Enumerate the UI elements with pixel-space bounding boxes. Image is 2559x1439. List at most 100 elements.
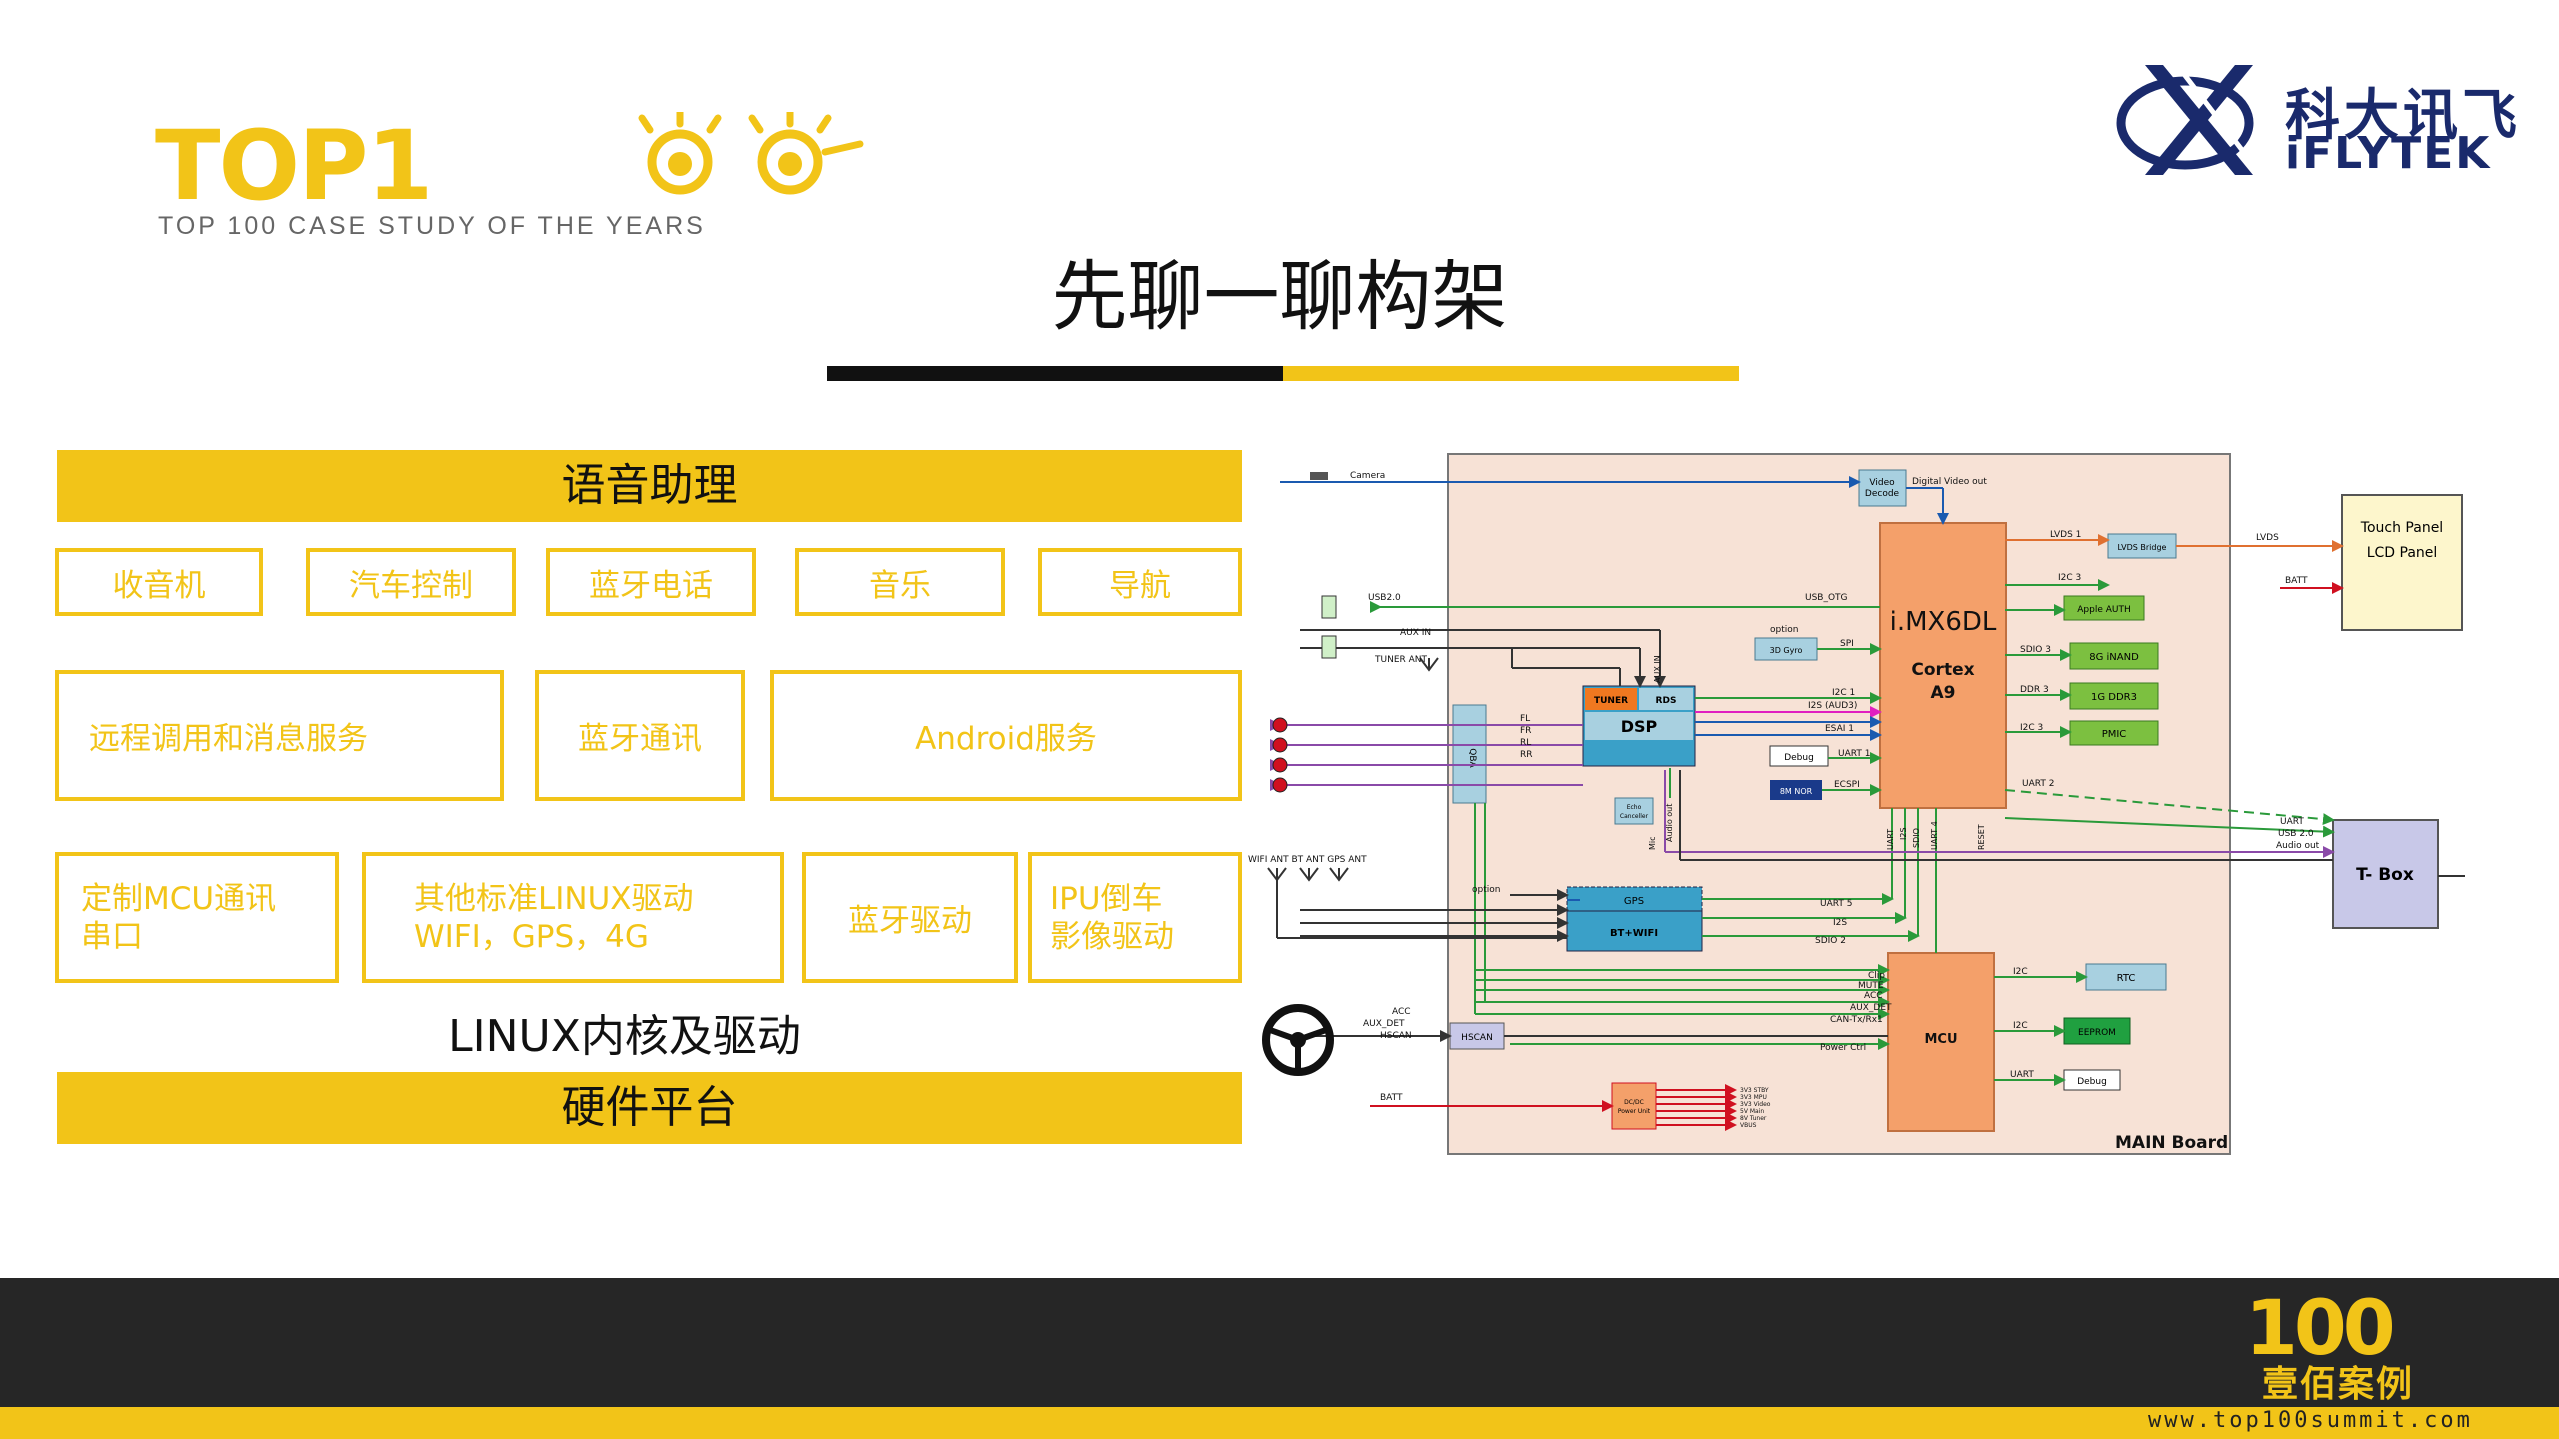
android-service-module: Android服务 [770,670,1242,801]
footer-logo-chinese: 壹佰案例 [2262,1364,2415,1405]
hardware-platform-layer: 硬件平台 [57,1072,1242,1144]
svg-text:Touch Panel: Touch Panel [2360,520,2443,536]
footer-bar [0,1278,2559,1407]
svg-text:LVDS Bridge: LVDS Bridge [2118,543,2167,552]
hardware-block-diagram: MAIN Board i.MX6DL Cortex A9 MCU Video D… [1248,453,2465,1155]
linux-kernel-label: LINUX内核及驱动 [448,1011,801,1062]
ipu-camera-driver: IPU倒车影像驱动 [1028,852,1242,983]
svg-text:UART: UART [1886,829,1895,850]
svg-text:BATT: BATT [1380,1093,1403,1103]
svg-text:Debug: Debug [1784,753,1814,763]
svg-text:I2S: I2S [1833,918,1847,928]
brand-english-name: iFLYTEK [2285,128,2492,179]
svg-text:5V Main: 5V Main [1740,1108,1764,1115]
svg-text:option: option [1472,885,1500,895]
mcu-driver-line2: 串口 [81,918,143,955]
svg-text:I2C 3: I2C 3 [2058,573,2081,583]
soc-label: i.MX6DL [1890,607,1997,637]
soc-core-label: Cortex [1911,660,1974,680]
svg-text:T- Box: T- Box [2356,865,2414,885]
svg-text:Clip: Clip [1868,971,1885,981]
svg-text:RTC: RTC [2117,973,2136,984]
dsp-label: DSP [1621,717,1658,736]
svg-text:I2C 1: I2C 1 [1832,688,1855,698]
top100-eyes-logo-icon [638,112,864,195]
car-control-module: 汽车控制 [306,548,516,616]
svg-text:SDIO: SDIO [1912,828,1921,848]
svg-text:TUNER ANT: TUNER ANT [1374,655,1428,665]
svg-text:DDR 3: DDR 3 [2020,685,2049,695]
svg-text:3D Gyro: 3D Gyro [1770,646,1803,655]
ipu-driver-line2: 影像驱动 [1050,918,1174,955]
svg-text:USB 2.0: USB 2.0 [2278,829,2314,839]
svg-text:UART 1: UART 1 [1838,749,1870,759]
svg-text:I2C 3: I2C 3 [2020,723,2043,733]
svg-text:UART 4: UART 4 [1930,821,1939,850]
svg-text:3V3 STBY: 3V3 STBY [1740,1087,1769,1094]
svg-text:PMIC: PMIC [2102,729,2127,740]
svg-text:1G DDR3: 1G DDR3 [2091,692,2137,703]
bt-driver: 蓝牙驱动 [802,852,1018,983]
svg-text:Power Ctrl: Power Ctrl [1820,1043,1866,1053]
svg-text:LCD Panel: LCD Panel [2367,545,2438,561]
svg-text:UART 5: UART 5 [1820,899,1852,909]
footer-url[interactable]: www.top100summit.com [2148,1408,2473,1433]
svg-text:AUX IN: AUX IN [1400,628,1431,638]
radio-module: 收音机 [55,548,263,616]
svg-text:HSCAN: HSCAN [1461,1033,1493,1043]
svg-text:8V Tuner: 8V Tuner [1740,1115,1767,1122]
svg-text:Power Unit: Power Unit [1618,1108,1651,1115]
page-title: 先聊一聊构架 [1051,252,1508,341]
svg-text:CAN-Tx/Rx1: CAN-Tx/Rx1 [1830,1015,1883,1025]
title-underline-yellow [1283,366,1739,381]
linux-driver-line2: WIFI，GPS，4G [414,918,649,955]
title-underline-black [827,366,1283,381]
bt-communication-module: 蓝牙通讯 [535,670,745,801]
ipu-driver-line1: IPU倒车 [1050,880,1163,917]
svg-text:UART 2: UART 2 [2022,779,2054,789]
svg-text:ESAI 1: ESAI 1 [1825,724,1854,734]
svg-text:USB2.0: USB2.0 [1368,593,1401,603]
mcu-label: MCU [1924,1032,1957,1047]
svg-text:Audio out: Audio out [2276,841,2320,851]
svg-text:I2C: I2C [2013,967,2028,977]
steering-wheel-icon [1262,1004,1334,1076]
tuner-label: TUNER [1594,696,1628,706]
svg-text:Decode: Decode [1865,489,1900,499]
svg-text:Canceller: Canceller [1620,813,1649,820]
svg-text:SPI: SPI [1840,639,1854,649]
svg-text:Video: Video [1869,478,1895,488]
svg-text:AUX_DET: AUX_DET [1363,1019,1405,1029]
svg-text:SDIO 3: SDIO 3 [2020,645,2051,655]
svg-text:Echo: Echo [1627,804,1642,811]
svg-text:Audio out: Audio out [1665,804,1674,842]
svg-text:ACC: ACC [1864,991,1883,1001]
svg-text:AUX IN: AUX IN [1653,655,1662,683]
svg-text:I2S (AUD3): I2S (AUD3) [1808,701,1857,711]
remote-call-service: 远程调用和消息服务 [55,670,504,801]
svg-text:Apple AUTH: Apple AUTH [2077,605,2131,615]
svg-text:3V3 MPU: 3V3 MPU [1740,1094,1767,1101]
footer-accent-bar [0,1407,2559,1439]
svg-text:RL: RL [1520,738,1531,748]
qba-label: QBA [1467,748,1477,768]
mcu-serial-driver: 定制MCU通讯串口 [55,852,339,983]
svg-text:LVDS 1: LVDS 1 [2050,530,2081,540]
brand-chinese-name: 科大讯飞 [2285,83,2522,147]
svg-text:I2C: I2C [2013,1021,2028,1031]
svg-text:FR: FR [1520,726,1531,736]
svg-text:LVDS: LVDS [2256,533,2279,543]
logo-subtitle: TOP 100 CASE STUDY OF THE YEARS [158,212,706,240]
svg-text:8G iNAND: 8G iNAND [2089,652,2139,663]
svg-text:UART: UART [2280,817,2304,827]
svg-text:AUX_DET: AUX_DET [1850,1003,1892,1013]
svg-text:BATT: BATT [2285,576,2308,586]
voice-assistant-layer: 语音助理 [57,450,1242,522]
svg-text:ECSPI: ECSPI [1834,780,1860,790]
svg-text:USB_OTG: USB_OTG [1805,593,1848,603]
svg-text:WIFI ANT BT ANT GPS ANT: WIFI ANT BT ANT GPS ANT [1248,855,1367,865]
svg-text:RR: RR [1520,750,1533,760]
svg-text:Mic: Mic [1648,836,1657,850]
svg-text:SDIO 2: SDIO 2 [1815,936,1846,946]
